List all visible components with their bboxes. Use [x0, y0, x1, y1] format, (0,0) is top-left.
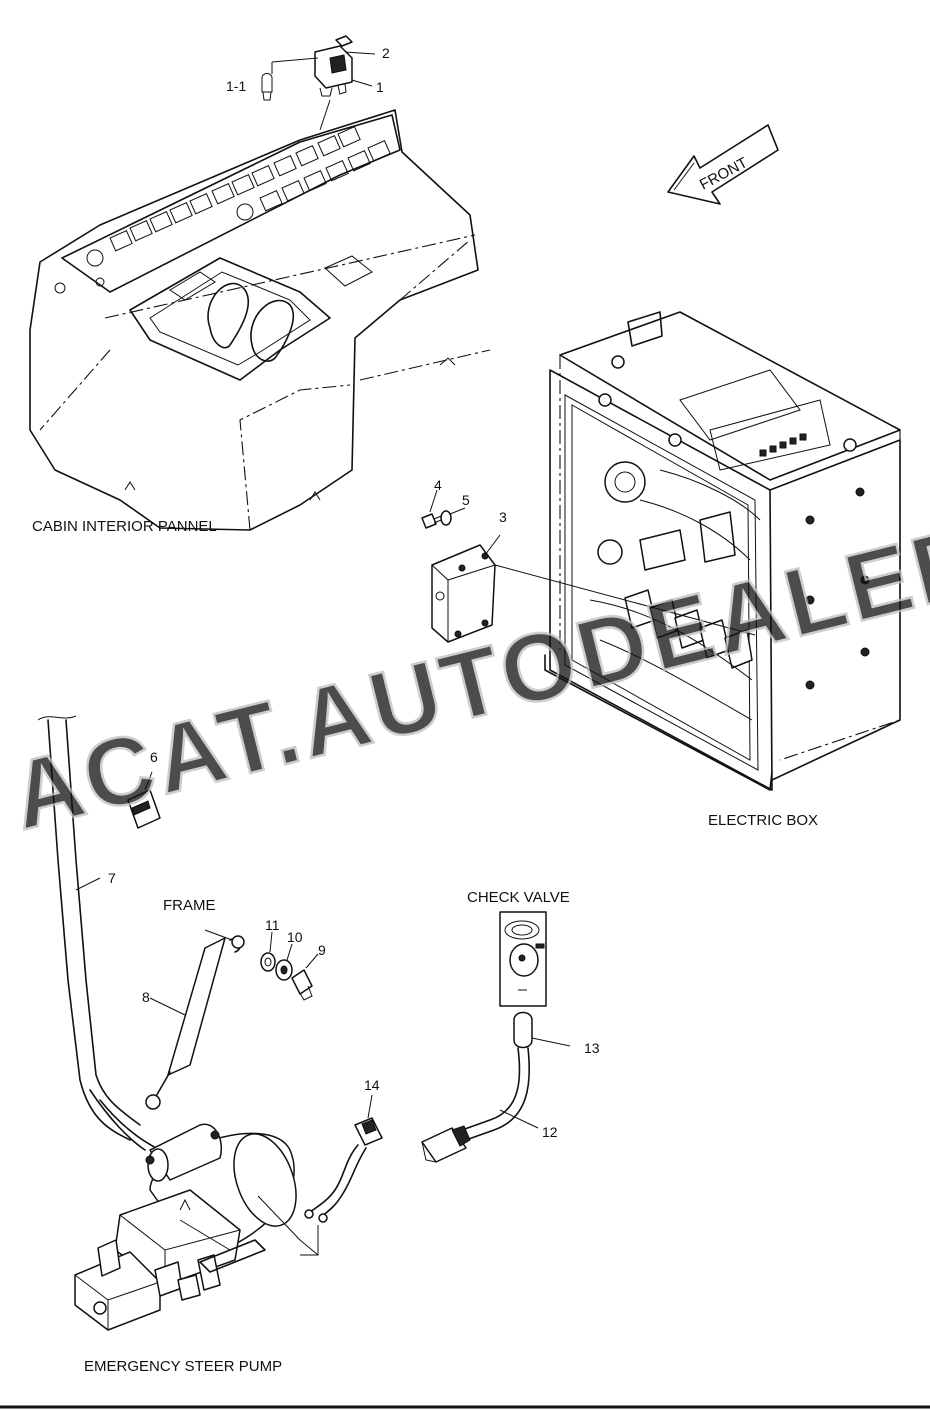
control-module: [421, 489, 756, 643]
part-number-1-1: 1-1: [226, 78, 246, 94]
part-number-4: 4: [434, 477, 442, 493]
emergency-steer-pump: [74, 1123, 319, 1331]
cabin-interior-panel: [29, 109, 491, 531]
ground-cable: [145, 929, 319, 1110]
electric-box-label: ELECTRIC BOX: [708, 812, 818, 829]
part-number-14: 14: [364, 1077, 380, 1093]
front-label: FRONT: [697, 154, 751, 193]
sensor-harness: [300, 1094, 383, 1256]
part-number-10: 10: [287, 929, 303, 945]
frame-label: FRAME: [163, 897, 216, 914]
electric-box: [544, 311, 901, 791]
front-arrow-icon: [667, 124, 779, 205]
part-number-7: 7: [108, 870, 116, 886]
part-number-3: 3: [499, 509, 507, 525]
part-number-11: 11: [265, 917, 280, 933]
part-number-5: 5: [462, 492, 470, 508]
check-valve: [421, 911, 571, 1163]
part-number-labels: 1 1-1 2 3 4 5 6 7 8 9 10 11 12 13 14: [108, 45, 600, 1140]
part-number-1: 1: [376, 79, 384, 95]
part-number-13: 13: [584, 1040, 600, 1056]
check-valve-label: CHECK VALVE: [467, 889, 570, 906]
cabin-label: CABIN INTERIOR PANNEL: [32, 518, 217, 535]
part-number-12: 12: [542, 1124, 558, 1140]
pump-label: EMERGENCY STEER PUMP: [84, 1358, 282, 1375]
rocker-switch-assembly: [261, 35, 376, 131]
part-number-9: 9: [318, 942, 326, 958]
part-number-8: 8: [142, 989, 150, 1005]
part-number-6: 6: [150, 749, 158, 765]
part-number-2: 2: [382, 45, 390, 61]
